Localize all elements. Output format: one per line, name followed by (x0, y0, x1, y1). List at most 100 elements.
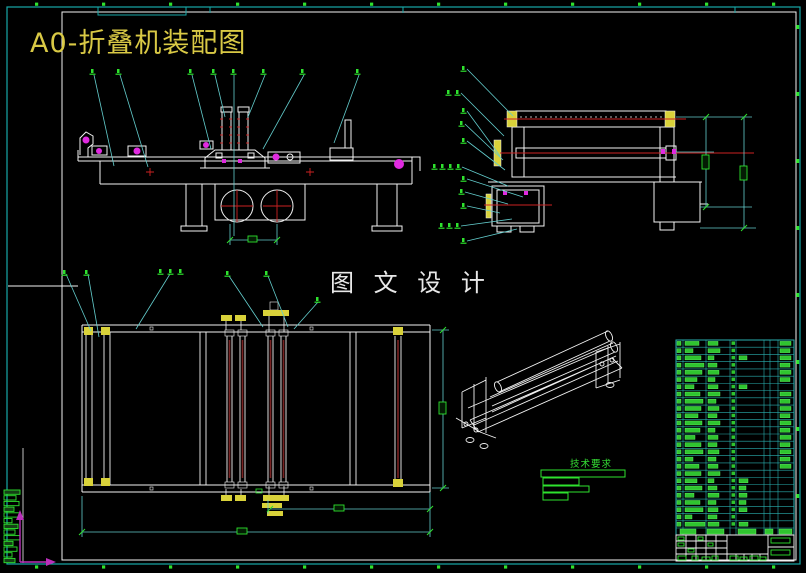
bom-seq-bar (676, 399, 682, 404)
zone-tick (169, 565, 173, 569)
bom-material-bar (738, 384, 748, 389)
foot-hole (465, 437, 475, 443)
bom-name-bar (684, 485, 703, 491)
leader-line (135, 273, 171, 330)
bom-material-bar (738, 485, 747, 491)
bom-parts-table (675, 339, 795, 536)
leader-line (119, 74, 149, 168)
bom-qty-square (731, 399, 735, 403)
bom-spec-bar (707, 478, 715, 483)
leader-line (461, 166, 509, 187)
zone-tick (796, 92, 800, 96)
title-block-bar (770, 549, 791, 556)
right-bracket (595, 342, 621, 389)
bom-name-bar (684, 435, 696, 440)
title-block-bar (697, 536, 704, 541)
part-balloon (458, 189, 465, 195)
bom-spec-bar (707, 348, 721, 353)
bom-spec-bar (707, 449, 720, 455)
zone-tick (437, 565, 441, 569)
zone-tick (35, 2, 39, 6)
cylinders (489, 330, 616, 407)
bom-spec-bar (707, 406, 720, 411)
leader-line (87, 273, 100, 338)
bolt (599, 361, 605, 367)
dimension-tick (226, 236, 234, 244)
bom-qty-square (731, 341, 735, 345)
bom-seq-bar (676, 493, 682, 498)
margin-strip-box (3, 506, 15, 512)
bom-spec-bar (707, 355, 715, 361)
bearing-caps (149, 301, 314, 491)
balloon-underline (460, 70, 467, 72)
title-block-bar (677, 542, 685, 547)
leader-lines (65, 68, 524, 338)
bom-qty-square (731, 420, 735, 425)
balloon-digit (441, 164, 444, 168)
bom-seq-bar (676, 478, 682, 483)
leader-line (464, 123, 504, 161)
bom-name-bar (684, 384, 695, 389)
margin-strip-box (3, 518, 13, 524)
bom-qty-square (731, 478, 735, 483)
watermark-text: 图 文 设 计 (330, 269, 491, 297)
front-elevation-view (77, 106, 421, 232)
bom-qty-square (731, 493, 735, 497)
part-balloon (460, 203, 467, 209)
bom-qty-square (731, 522, 735, 526)
balloon-underline (446, 227, 453, 229)
bom-name-bar (684, 370, 703, 375)
bolt (463, 421, 469, 427)
roller-centerlines (228, 340, 399, 478)
bom-qty-square (731, 435, 735, 439)
bom-remark-bar (779, 399, 791, 404)
title-block-bar (770, 537, 791, 544)
balloon-underline (224, 275, 231, 277)
bom-spec-bar (707, 384, 719, 389)
ucs-x-arrowhead (46, 558, 56, 566)
dimension-tick (439, 484, 447, 492)
zone-tick (169, 2, 173, 6)
bom-header-bar (764, 528, 774, 535)
balloon-underline (314, 301, 321, 303)
bom-seq-bar (676, 427, 682, 433)
title-block-bar (701, 556, 711, 561)
spring-ticks (220, 118, 249, 144)
part-balloon (260, 69, 267, 75)
tech-requirement-line-bar (542, 492, 569, 501)
zone-tick (303, 565, 307, 569)
bom-seq-bar (676, 413, 682, 418)
part-balloon (460, 138, 467, 144)
balloon-underline (447, 168, 454, 170)
part-balloon (83, 270, 90, 276)
bom-spec-bar (707, 435, 719, 440)
foot-hole (479, 443, 489, 449)
zone-tick (638, 2, 642, 6)
bom-name-bar (684, 413, 699, 418)
roller-end (605, 330, 613, 342)
bolt (609, 357, 615, 363)
bom-qty-square (731, 507, 735, 512)
leader-line (464, 191, 509, 205)
bom-spec-bar (707, 521, 720, 527)
bom-spec-bar (707, 362, 718, 368)
isometric-view (455, 330, 623, 449)
bom-qty-square (731, 370, 735, 374)
bom-qty-square (731, 457, 735, 461)
margin-strip-box (3, 529, 16, 535)
bom-qty-square (731, 392, 735, 396)
roller-centerlines (484, 118, 754, 206)
bom-remark-bar (779, 391, 792, 397)
balloon-underline (187, 73, 194, 75)
part-balloon (354, 69, 361, 75)
bom-name-bar (684, 427, 701, 433)
zone-tick (638, 565, 642, 569)
zone-tick (370, 2, 374, 6)
balloon-underline (167, 273, 174, 275)
bom-spec-bar (707, 514, 718, 520)
part-balloon (454, 90, 461, 96)
bom-remark-bar (779, 355, 792, 361)
zone-tick (796, 293, 800, 297)
leader-line (466, 205, 501, 214)
zone-tick (705, 2, 709, 6)
